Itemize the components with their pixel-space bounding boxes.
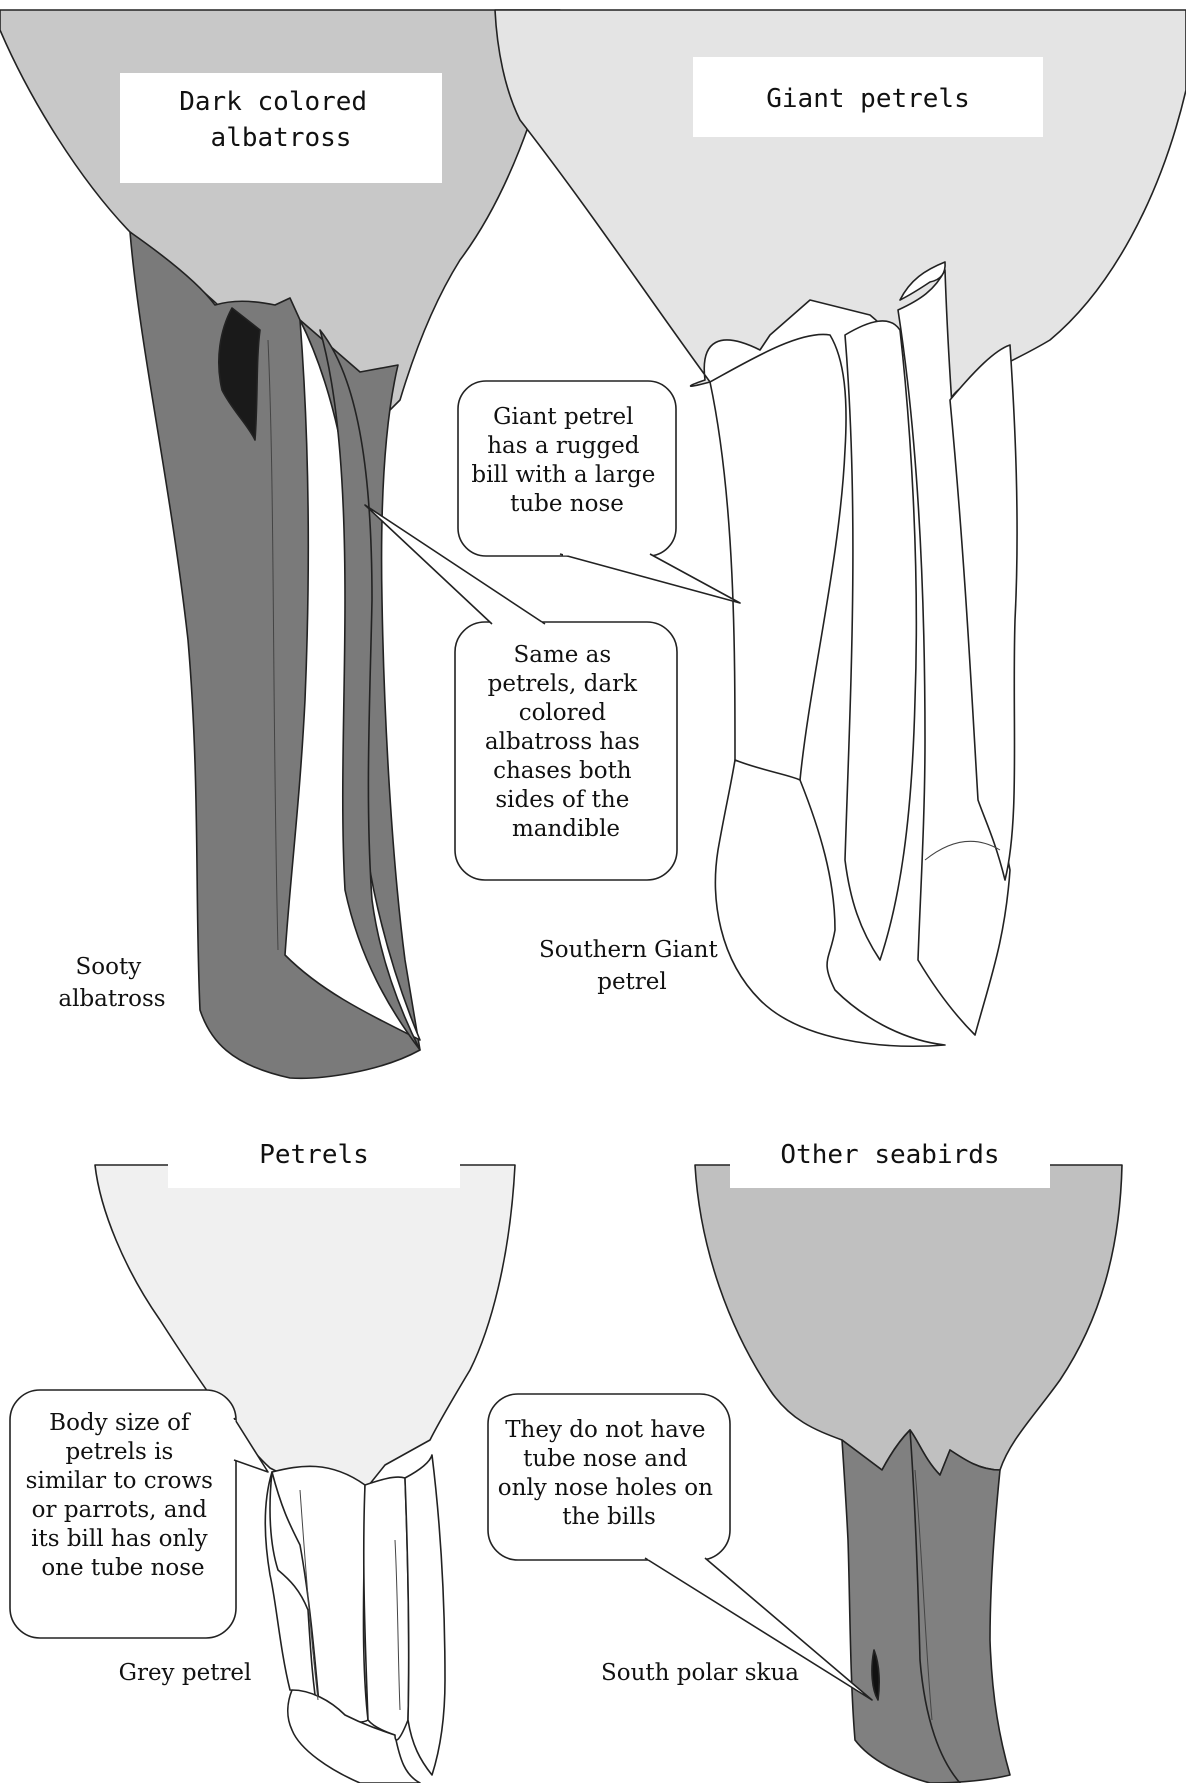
skua-bill: [842, 1430, 1010, 1783]
callout-giant-petrel: Giant petrel has a rugged bill with a la…: [458, 381, 740, 603]
giant-petrel-species-label: Southern Giant petrel: [539, 937, 725, 995]
giant-petrel-mandible-left: [845, 321, 916, 960]
callout-dark-albatross-text: Same as petrels, dark colored albatross …: [485, 642, 647, 842]
callout-petrels: Body size of petrels is similar to crows…: [10, 1390, 268, 1638]
callout-other-seabirds: They do not have tube nose and only nose…: [488, 1394, 872, 1700]
skua-heading: Other seabirds: [780, 1140, 999, 1170]
petrel-heading: Petrels: [259, 1140, 369, 1170]
skua-head-silhouette: [695, 1165, 1122, 1475]
petrel-species-label: Grey petrel: [119, 1660, 252, 1686]
giant-petrel-maxilla-tip: [715, 760, 945, 1046]
callout-giant-petrel-pointer: [560, 554, 740, 603]
giant-petrel-tube-nose: [710, 334, 846, 780]
skua-species-label: South polar skua: [601, 1660, 799, 1686]
petrel-mandible-left: [364, 1477, 409, 1740]
albatross-species-label: Sooty albatross: [58, 954, 165, 1012]
petrel-mandible-right: [405, 1455, 445, 1775]
giant-petrel-heading: Giant petrels: [766, 84, 970, 114]
